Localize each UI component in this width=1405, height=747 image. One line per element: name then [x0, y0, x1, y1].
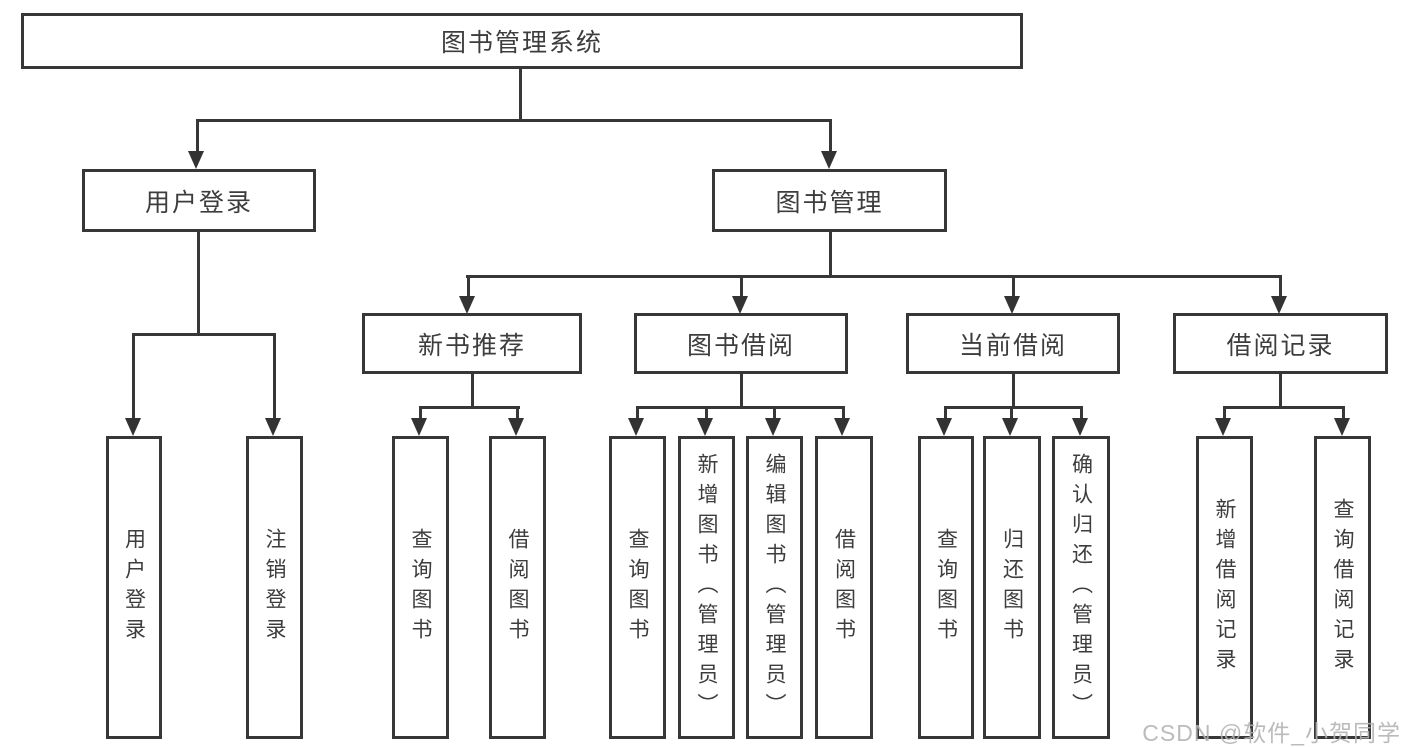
leaf-user-login-label: 用户登录 [122, 527, 146, 648]
leaf-add-books-admin-label: 新增图书（管理员） [695, 452, 718, 723]
node-book-management-label: 图书管理 [775, 188, 884, 217]
node-user-login: 用户登录 [82, 169, 316, 232]
connector-line [773, 406, 776, 420]
leaf-add-books-admin: 新增图书（管理员） [678, 436, 735, 739]
connector-line [1342, 406, 1345, 420]
connector-line [197, 230, 200, 336]
leaf-query-borrow-record: 查询借阅记录 [1314, 436, 1371, 739]
connector-line [1279, 372, 1282, 409]
arrow-down-icon [125, 418, 141, 436]
leaf-query-books-recommend: 查询图书 [392, 436, 449, 739]
arrow-down-icon [765, 418, 781, 436]
connector-line [740, 275, 743, 298]
arrow-down-icon [1072, 418, 1088, 436]
connector-line [1010, 406, 1013, 420]
leaf-query-books-borrowing-label: 查询图书 [626, 527, 649, 648]
node-book-management: 图书管理 [712, 169, 947, 232]
arrow-down-icon [732, 296, 748, 314]
leaf-logout: 注销登录 [246, 436, 303, 739]
connector-line [1012, 372, 1015, 409]
node-borrowing-records-label: 借阅记录 [1226, 331, 1335, 360]
leaf-borrow-books-recommend-label: 借阅图书 [506, 527, 529, 648]
node-new-book-recommendation-label: 新书推荐 [417, 331, 526, 360]
connector-line [1279, 275, 1282, 298]
leaf-logout-label: 注销登录 [263, 527, 286, 648]
connector-line [705, 406, 708, 420]
connector-line [519, 69, 522, 121]
leaf-borrow-books-borrowing-label: 借阅图书 [832, 527, 856, 648]
connector-line [944, 406, 1083, 409]
connector-line [466, 275, 1282, 278]
node-current-borrowing-label: 当前借阅 [958, 331, 1067, 360]
leaf-user-login: 用户登录 [106, 436, 162, 739]
watermark: CSDN @软件_小贺同学 [1142, 720, 1401, 746]
node-book-borrowing: 图书借阅 [634, 313, 848, 374]
leaf-confirm-return-admin-label: 确认归还（管理员） [1069, 452, 1093, 723]
connector-line [636, 406, 639, 420]
arrow-down-icon [1002, 418, 1018, 436]
node-current-borrowing: 当前借阅 [906, 313, 1120, 374]
arrow-down-icon [1334, 418, 1350, 436]
connector-line [740, 372, 743, 409]
connector-line [842, 406, 845, 420]
leaf-query-borrow-record-label: 查询借阅记录 [1331, 497, 1354, 678]
arrow-down-icon [834, 418, 850, 436]
connector-line [1012, 275, 1015, 298]
leaf-query-books-current: 查询图书 [918, 436, 974, 739]
leaf-add-borrow-record: 新增借阅记录 [1196, 436, 1253, 739]
arrow-down-icon [697, 418, 713, 436]
arrow-down-icon [1004, 296, 1020, 314]
node-borrowing-records: 借阅记录 [1173, 313, 1388, 374]
node-book-borrowing-label: 图书借阅 [686, 331, 795, 360]
connector-line [132, 333, 135, 419]
leaf-return-books-label: 归还图书 [1000, 527, 1024, 648]
connector-line [273, 333, 276, 419]
leaf-query-books-recommend-label: 查询图书 [409, 527, 432, 648]
leaf-confirm-return-admin: 确认归还（管理员） [1052, 436, 1110, 739]
connector-line [1080, 406, 1083, 420]
arrow-down-icon [265, 418, 281, 436]
arrow-down-icon [188, 151, 204, 169]
node-root-label: 图书管理系统 [440, 29, 603, 57]
connector-line [1223, 406, 1345, 409]
leaf-query-books-current-label: 查询图书 [934, 527, 958, 648]
connector-line [636, 406, 845, 409]
connector-line [1223, 406, 1226, 420]
connector-line [196, 119, 199, 153]
connector-line [471, 372, 474, 409]
connector-line [419, 406, 422, 420]
connector-line [516, 406, 519, 420]
node-root: 图书管理系统 [21, 13, 1023, 69]
arrow-down-icon [628, 418, 644, 436]
node-new-book-recommendation: 新书推荐 [362, 313, 582, 374]
connector-line [829, 119, 832, 153]
connector-line [467, 275, 470, 298]
leaf-edit-books-admin-label: 编辑图书（管理员） [763, 452, 786, 723]
leaf-borrow-books-recommend: 借阅图书 [489, 436, 546, 739]
connector-line [829, 230, 832, 278]
arrow-down-icon [459, 296, 475, 314]
connector-line [196, 119, 832, 122]
leaf-query-books-borrowing: 查询图书 [609, 436, 666, 739]
arrow-down-icon [508, 418, 524, 436]
connector-line [419, 406, 520, 409]
node-user-login-label: 用户登录 [144, 188, 253, 217]
arrow-down-icon [1271, 296, 1287, 314]
connector-line [944, 406, 947, 420]
leaf-return-books: 归还图书 [983, 436, 1041, 739]
leaf-borrow-books-borrowing: 借阅图书 [815, 436, 873, 739]
connector-line [132, 333, 276, 336]
arrow-down-icon [821, 151, 837, 169]
leaf-add-borrow-record-label: 新增借阅记录 [1213, 497, 1236, 678]
leaf-edit-books-admin: 编辑图书（管理员） [746, 436, 803, 739]
arrow-down-icon [411, 418, 427, 436]
arrow-down-icon [936, 418, 952, 436]
arrow-down-icon [1215, 418, 1231, 436]
